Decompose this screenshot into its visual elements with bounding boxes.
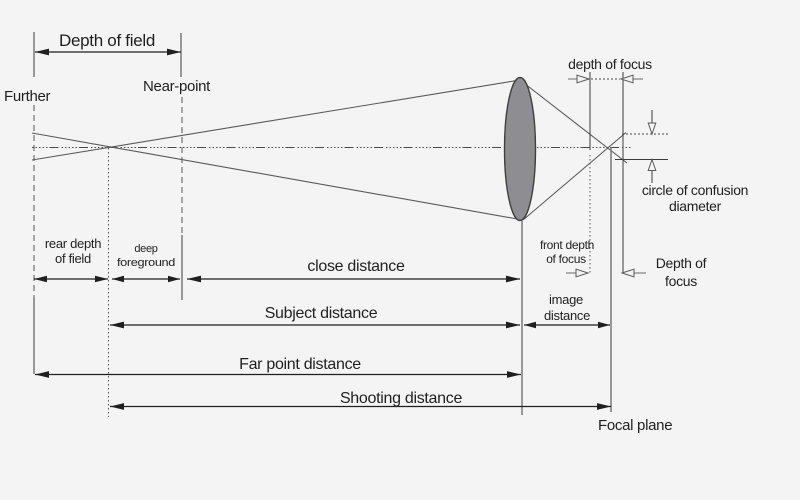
ray-far-to-lens-top (31, 79, 521, 161)
ray-lens-bottom-to-focus (522, 132, 627, 221)
image-distance-label-line1: image (549, 292, 583, 307)
close-distance-arrowhead-right (506, 275, 520, 283)
ray-far-to-lens-bottom (31, 132, 524, 221)
shooting-distance-arrowhead-right (597, 403, 611, 410)
light-rays (31, 79, 628, 221)
coc-openhead-up (647, 157, 657, 171)
depth-of-field-label: Depth of field (59, 31, 155, 50)
dof-top-openhead-right (576, 74, 591, 84)
ray-lens-top-to-focus (519, 79, 628, 164)
focal-plane-label: Focal plane (598, 417, 672, 434)
depth-of-focus-right-measure (566, 268, 646, 278)
subject-distance-arrowhead-left (110, 321, 124, 329)
far-point-distance-label: Far point distance (239, 356, 361, 373)
near-point-label: Near-point (143, 78, 211, 95)
circle-of-confusion-measure (615, 110, 668, 183)
front-depth-of-focus-label-line2: of focus (546, 252, 586, 266)
deep-foreground-arrowhead-right (168, 275, 180, 283)
deep-foreground-label-line2: foreground (117, 257, 175, 269)
reference-lines (33, 32, 624, 417)
subject-distance-arrowhead-right (506, 321, 520, 329)
dimension-arrows (34, 275, 611, 410)
far-point-arrowhead-left (35, 371, 49, 378)
dof-arrowhead-left (35, 48, 49, 56)
depth-of-focus-right-label-line2: focus (665, 273, 697, 289)
coc-openhead-down (647, 122, 657, 136)
subject-distance-label: Subject distance (265, 305, 378, 322)
dof-right-openhead-right (575, 268, 590, 278)
shooting-distance-label: Shooting distance (340, 390, 463, 407)
image-distance-arrowhead-left (524, 321, 536, 329)
dof-arrowhead-right (167, 48, 181, 56)
shooting-distance-arrowhead-left (110, 403, 124, 410)
rear-depth-label-line2: of field (55, 251, 91, 266)
image-distance-arrowhead-right (598, 321, 610, 329)
front-depth-of-focus-label-line1: front depth (540, 238, 594, 252)
rear-depth-label-line1: rear depth (45, 236, 101, 251)
rear-depth-arrowhead-left (34, 275, 47, 283)
lens (503, 76, 537, 222)
rear-depth-arrowhead-right (95, 275, 108, 283)
further-label: Further (4, 88, 51, 105)
depth-of-focus-top-label: depth of focus (568, 56, 652, 72)
depth-of-field-measure (35, 48, 181, 56)
far-point-arrowhead-right (507, 371, 521, 378)
depth-of-focus-right-label-line1: Depth of (656, 255, 707, 271)
circle-of-confusion-label-line2: diameter (669, 198, 722, 214)
close-distance-label: close distance (307, 258, 405, 275)
image-distance-label-line2: distance (544, 308, 590, 323)
circle-of-confusion-label-line1: circle of confusion (642, 182, 748, 198)
deep-foreground-arrowhead-left (112, 275, 124, 283)
depth-of-focus-top-measure (568, 74, 643, 84)
deep-foreground-label-line1: deep (134, 243, 157, 255)
close-distance-arrowhead-left (187, 275, 201, 283)
